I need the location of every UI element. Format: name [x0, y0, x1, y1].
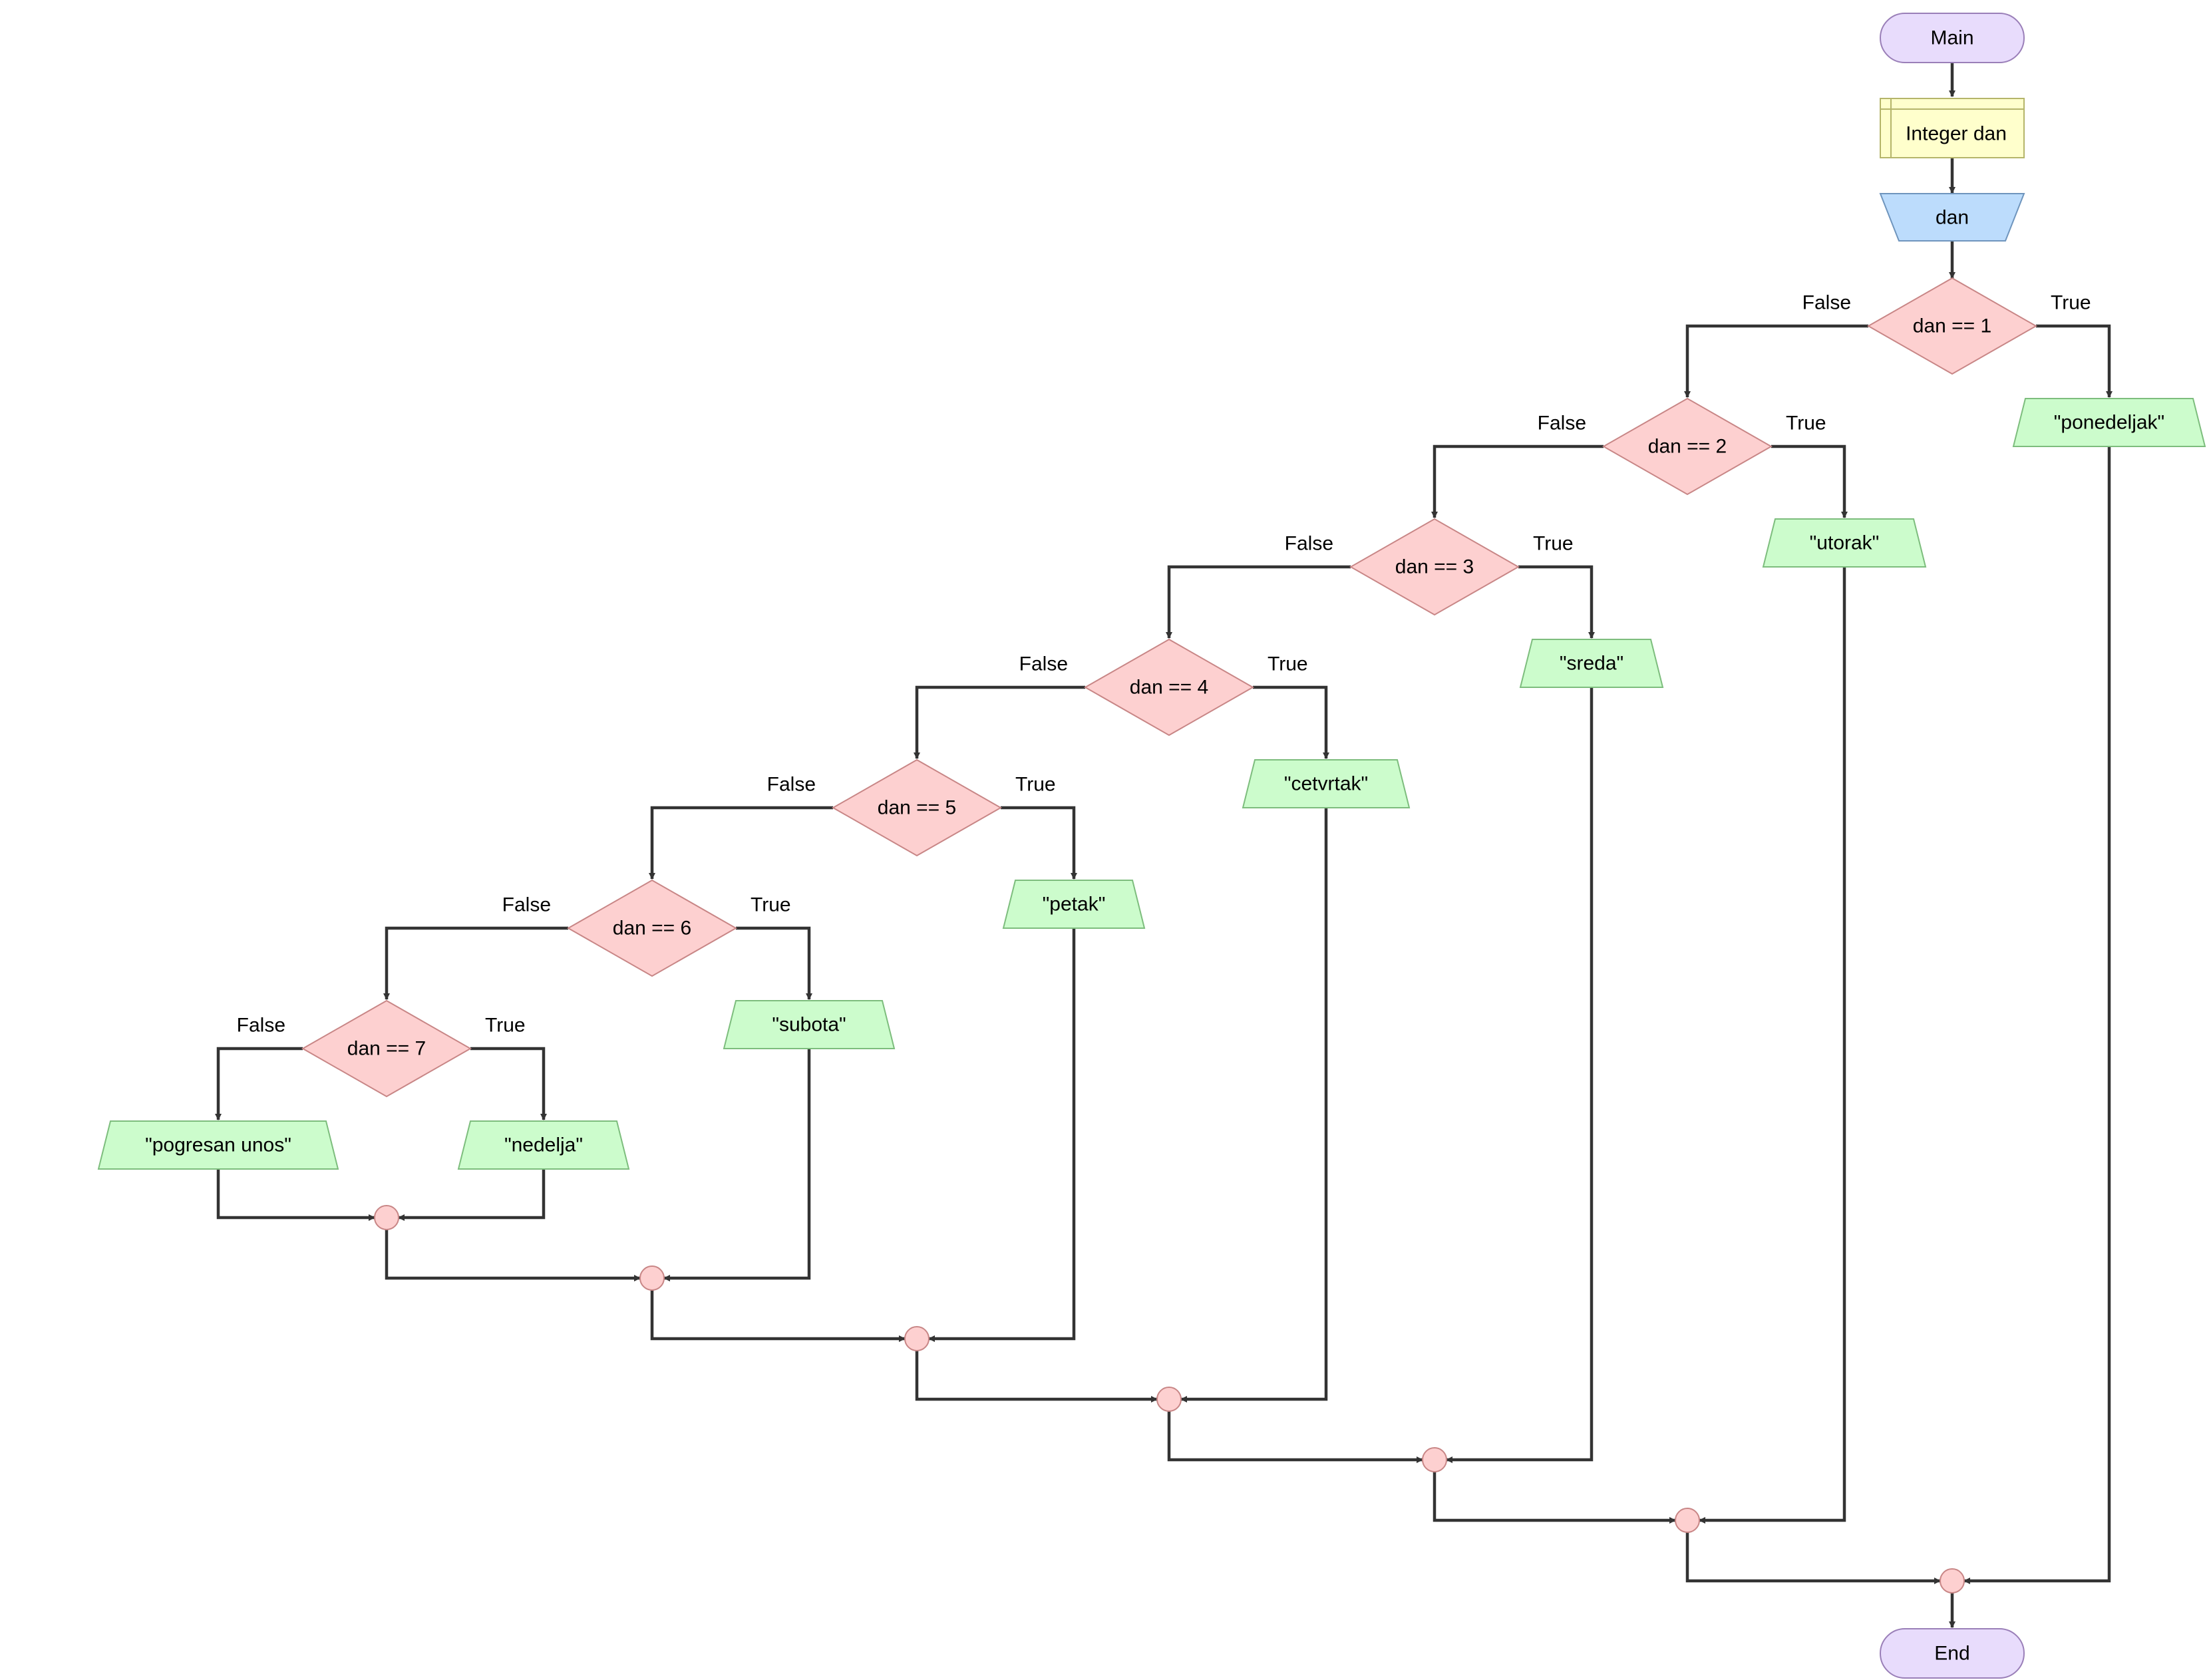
edge-junction-4-to-junction-3 [1167, 1411, 1423, 1463]
output-ponedeljak-label: "ponedeljak" [2054, 412, 2164, 434]
edge-decision-5-false [649, 806, 833, 880]
decision-4-true-label: True [1268, 653, 1308, 675]
edge-decision-3-false [1166, 565, 1351, 639]
end-label: End [1934, 1643, 1969, 1665]
decision-3-true-label: True [1533, 533, 1574, 555]
edge-junction-6-to-junction-5 [650, 1290, 906, 1342]
junction-4 [1156, 1387, 1182, 1412]
edge-junction-3-to-junction-2 [1433, 1472, 1676, 1524]
output-subota-label: "subota" [772, 1014, 846, 1036]
junction-6 [639, 1265, 665, 1291]
edge-decision-7-true [470, 1047, 547, 1120]
input-box[interactable]: dan [1879, 193, 2025, 242]
decision-4-label: dan == 4 [1130, 677, 1208, 699]
edges [215, 63, 2113, 1628]
decision-2-false-label: False [1538, 413, 1586, 434]
edge-decision-1-false [1684, 324, 1868, 398]
edge-decision-6-false [383, 926, 568, 1000]
decision-6-true-label: True [751, 894, 791, 916]
edge-nedelja-to-junction-7 [398, 1169, 546, 1221]
decision-5[interactable]: dan == 5 [831, 758, 1003, 857]
output-cetvrtak-label: "cetvrtak" [1284, 773, 1368, 795]
edge-decision-7-false [215, 1047, 303, 1120]
edge-labels: False True False True False True False T… [237, 292, 2091, 1037]
input-label: dan [1936, 207, 1969, 229]
edge-decision-2-false [1431, 444, 1604, 518]
edge-utorak-to-junction-2 [1699, 567, 1846, 1524]
declare-box[interactable]: Integer dan [1880, 98, 2025, 158]
edge-sreda-to-junction-3 [1446, 687, 1594, 1463]
output-pogresan-unos-label: "pogresan unos" [145, 1134, 291, 1156]
edge-junction-2-to-junction-1 [1685, 1532, 1941, 1584]
edge-junction-5-to-junction-4 [915, 1351, 1158, 1403]
output-ponedeljak[interactable]: "ponedeljak" [2012, 398, 2206, 447]
decision-6[interactable]: dan == 6 [566, 879, 738, 977]
junction-5 [904, 1326, 930, 1351]
edge-decision-4-true [1253, 685, 1329, 759]
decision-3-false-label: False [1285, 533, 1333, 555]
decision-2-true-label: True [1786, 413, 1826, 434]
edge-decision-6-true [736, 926, 812, 1000]
decision-5-false-label: False [767, 774, 816, 796]
decision-2-label: dan == 2 [1648, 436, 1727, 458]
edge-decision-4-false [914, 685, 1085, 759]
edge-ponedeljak-to-junction-1 [1963, 446, 2111, 1584]
decision-6-label: dan == 6 [613, 918, 691, 939]
decision-1[interactable]: dan == 1 [1866, 277, 2038, 375]
edge-petak-to-junction-5 [928, 928, 1076, 1342]
edge-decision-1-true [2036, 324, 2113, 398]
decision-4[interactable]: dan == 4 [1083, 638, 1255, 737]
edge-decision-2-true [1771, 444, 1848, 518]
junction-2 [1675, 1508, 1700, 1533]
output-nedelja[interactable]: "nedelja" [457, 1120, 630, 1170]
output-pogresan-unos[interactable]: "pogresan unos" [97, 1120, 339, 1170]
output-nedelja-label: "nedelja" [504, 1134, 583, 1156]
junction-3 [1422, 1447, 1447, 1472]
output-petak[interactable]: "petak" [1002, 880, 1146, 929]
decision-1-false-label: False [1802, 292, 1851, 314]
decision-3-label: dan == 3 [1395, 556, 1474, 578]
decision-1-true-label: True [2051, 292, 2091, 314]
decision-1-label: dan == 1 [1913, 315, 1991, 337]
decision-7[interactable]: dan == 7 [301, 999, 472, 1098]
decision-7-false-label: False [237, 1015, 285, 1037]
output-sreda[interactable]: "sreda" [1519, 639, 1664, 688]
nodes: Main Integer dan dan dan == 1 dan == 2 d… [97, 13, 2206, 1679]
decision-5-true-label: True [1015, 774, 1056, 796]
decision-7-true-label: True [485, 1015, 526, 1037]
edge-junction-7-to-junction-6 [385, 1230, 641, 1281]
edge-decision-3-true [1518, 565, 1595, 639]
edge-decision-5-true [1001, 806, 1077, 880]
edge-cetvrtak-to-junction-4 [1180, 808, 1328, 1403]
declare-label: Integer dan [1906, 123, 2007, 145]
end-terminal[interactable]: End [1880, 1628, 2025, 1679]
edge-pogresan-to-junction-7 [216, 1169, 375, 1221]
junction-1 [1940, 1568, 1965, 1594]
decision-4-false-label: False [1019, 653, 1068, 675]
output-subota[interactable]: "subota" [723, 1000, 896, 1049]
output-utorak-label: "utorak" [1810, 532, 1880, 554]
edge-subota-to-junction-6 [663, 1049, 811, 1281]
output-sreda-label: "sreda" [1560, 653, 1623, 675]
decision-3[interactable]: dan == 3 [1349, 518, 1520, 616]
start-label: Main [1930, 27, 1973, 49]
junction-7 [374, 1205, 399, 1230]
decision-6-false-label: False [502, 894, 551, 916]
output-petak-label: "petak" [1043, 894, 1106, 916]
start-terminal[interactable]: Main [1880, 13, 2025, 63]
output-cetvrtak[interactable]: "cetvrtak" [1242, 759, 1411, 808]
output-utorak[interactable]: "utorak" [1762, 518, 1927, 568]
decision-5-label: dan == 5 [878, 797, 956, 819]
decision-7-label: dan == 7 [347, 1038, 426, 1060]
decision-2[interactable]: dan == 2 [1602, 397, 1773, 496]
